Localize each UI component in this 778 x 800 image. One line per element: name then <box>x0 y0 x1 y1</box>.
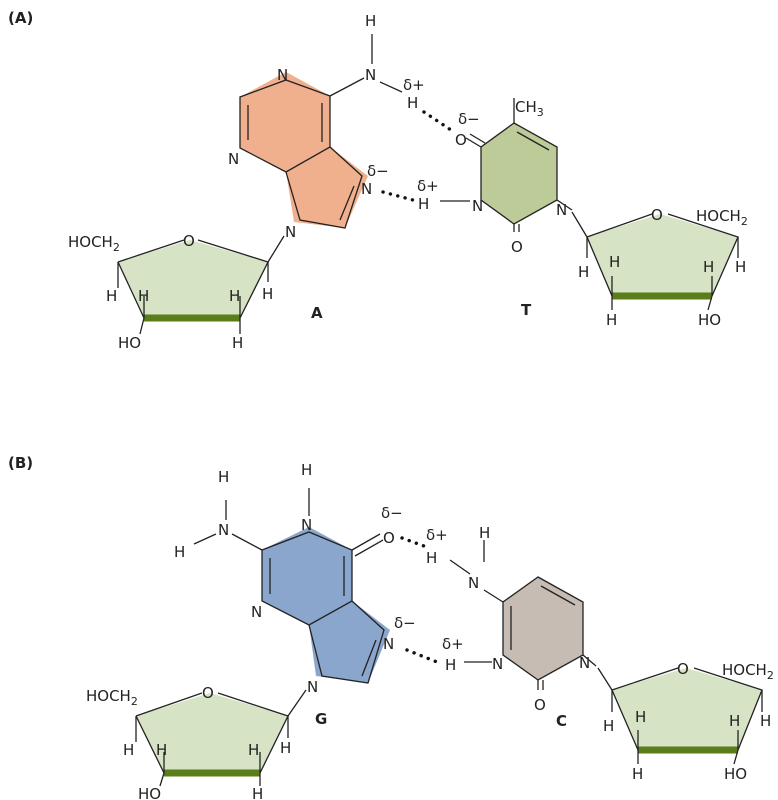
adenine-five-ring <box>286 147 368 228</box>
cytosine-n4: N <box>468 574 479 592</box>
svg-text:O: O <box>651 206 663 224</box>
svg-text:H: H <box>760 712 771 730</box>
svg-text:H: H <box>606 311 617 329</box>
sugar-left-b: O HOCH2 H H H H H HO <box>86 684 307 800</box>
guanine-n7: N <box>383 635 394 653</box>
adenine-n3: N <box>228 150 239 168</box>
thymine-o4: O <box>455 131 467 149</box>
svg-text:O: O <box>677 660 689 678</box>
cytosine-ring <box>449 540 597 690</box>
sugar-right-b: O HOCH2 H H H H H HO <box>597 660 774 783</box>
svg-text:HOCH2: HOCH2 <box>722 661 774 682</box>
base-label-a: A <box>311 304 323 322</box>
svg-text:HOCH2: HOCH2 <box>86 687 138 708</box>
guanine-o6: O <box>383 529 395 547</box>
svg-text:HOCH2: HOCH2 <box>68 233 120 254</box>
guanine-n2: N <box>218 521 229 539</box>
cytosine-n3: N <box>492 655 503 673</box>
thymine-n1: N <box>556 201 567 219</box>
svg-text:H: H <box>578 263 589 281</box>
svg-text:H: H <box>106 287 117 305</box>
amino-n: N <box>365 66 376 84</box>
panel-b-label: (B) <box>8 454 33 472</box>
cytosine-fill <box>503 577 583 680</box>
svg-text:H: H <box>703 258 714 276</box>
delta-plus-1: δ+ <box>403 76 425 94</box>
svg-text:H: H <box>123 741 134 759</box>
svg-text:δ+: δ+ <box>442 635 464 653</box>
base-label-t: T <box>521 301 532 319</box>
h-bond-2 <box>381 190 415 202</box>
svg-text:H: H <box>156 741 167 759</box>
thymine-h3: H <box>418 195 429 213</box>
svg-text:HO: HO <box>724 765 747 783</box>
base-label-g: G <box>315 710 327 728</box>
adenine-n1: N <box>277 66 288 84</box>
svg-text:H: H <box>301 461 312 479</box>
thymine-fill <box>481 123 557 224</box>
methyl: CH3 <box>515 98 544 119</box>
cytosine-n1: N <box>579 654 590 672</box>
delta-minus-n7: δ− <box>394 614 416 632</box>
svg-text:O: O <box>183 232 195 250</box>
guanine-n1: N <box>301 516 312 534</box>
svg-text:HO: HO <box>118 334 141 352</box>
svg-text:H: H <box>280 739 291 757</box>
svg-text:H: H <box>248 741 259 759</box>
svg-text:H: H <box>174 543 185 561</box>
delta-minus-o: δ− <box>458 110 480 128</box>
amino-h2: H <box>407 94 418 112</box>
delta-minus-n7: δ− <box>367 162 389 180</box>
guanine-five-ring <box>309 601 390 683</box>
thymine-n3: N <box>472 197 483 215</box>
cytosine-o2: O <box>534 696 546 714</box>
svg-text:H: H <box>229 287 240 305</box>
guanine-six-ring <box>262 527 352 625</box>
sugar-left-a: O HOCH2 H H H H H HO <box>68 232 285 352</box>
svg-text:H: H <box>445 656 456 674</box>
h-bond-3 <box>400 536 426 548</box>
svg-text:H: H <box>635 708 646 726</box>
h-bond-4 <box>405 648 439 664</box>
svg-text:H: H <box>632 765 643 783</box>
svg-text:H: H <box>729 712 740 730</box>
guanine-n9: N <box>307 678 318 696</box>
delta-minus-o6: δ− <box>381 504 403 522</box>
svg-text:H: H <box>138 287 149 305</box>
adenine-six-ring <box>240 72 330 172</box>
adenine-n9: N <box>285 223 296 241</box>
adenine-bonds <box>239 34 403 229</box>
svg-text:O: O <box>202 684 214 702</box>
delta-plus-2: δ+ <box>417 177 439 195</box>
svg-text:H: H <box>609 253 620 271</box>
adenine-ring <box>239 34 403 229</box>
h-bond-1 <box>422 110 456 134</box>
base-label-c: C <box>556 712 567 730</box>
sugar-right-a: O HOCH2 H H H H H HO <box>571 206 748 329</box>
svg-text:HO: HO <box>138 785 161 800</box>
thymine-ring <box>440 98 573 232</box>
guanine-n3: N <box>251 603 262 621</box>
svg-text:H: H <box>262 285 273 303</box>
svg-text:H: H <box>252 785 263 800</box>
panel-a-label: (A) <box>8 9 33 27</box>
svg-text:H: H <box>603 717 614 735</box>
thymine-o2: O <box>511 238 523 256</box>
adenine-n7: N <box>361 180 372 198</box>
svg-text:H: H <box>735 258 746 276</box>
svg-text:H: H <box>479 524 490 542</box>
svg-text:δ+: δ+ <box>426 526 448 544</box>
guanine-ring <box>193 488 390 684</box>
svg-text:HOCH2: HOCH2 <box>696 207 748 228</box>
panel-a: (A) N N N N H N δ+ H δ− <box>8 9 748 352</box>
amino-h: H <box>365 12 376 30</box>
panel-b: (B) H H N H N N N N δ <box>8 454 774 800</box>
svg-text:HO: HO <box>698 311 721 329</box>
svg-text:H: H <box>232 334 243 352</box>
svg-text:H: H <box>218 468 229 486</box>
svg-text:H: H <box>426 549 437 567</box>
